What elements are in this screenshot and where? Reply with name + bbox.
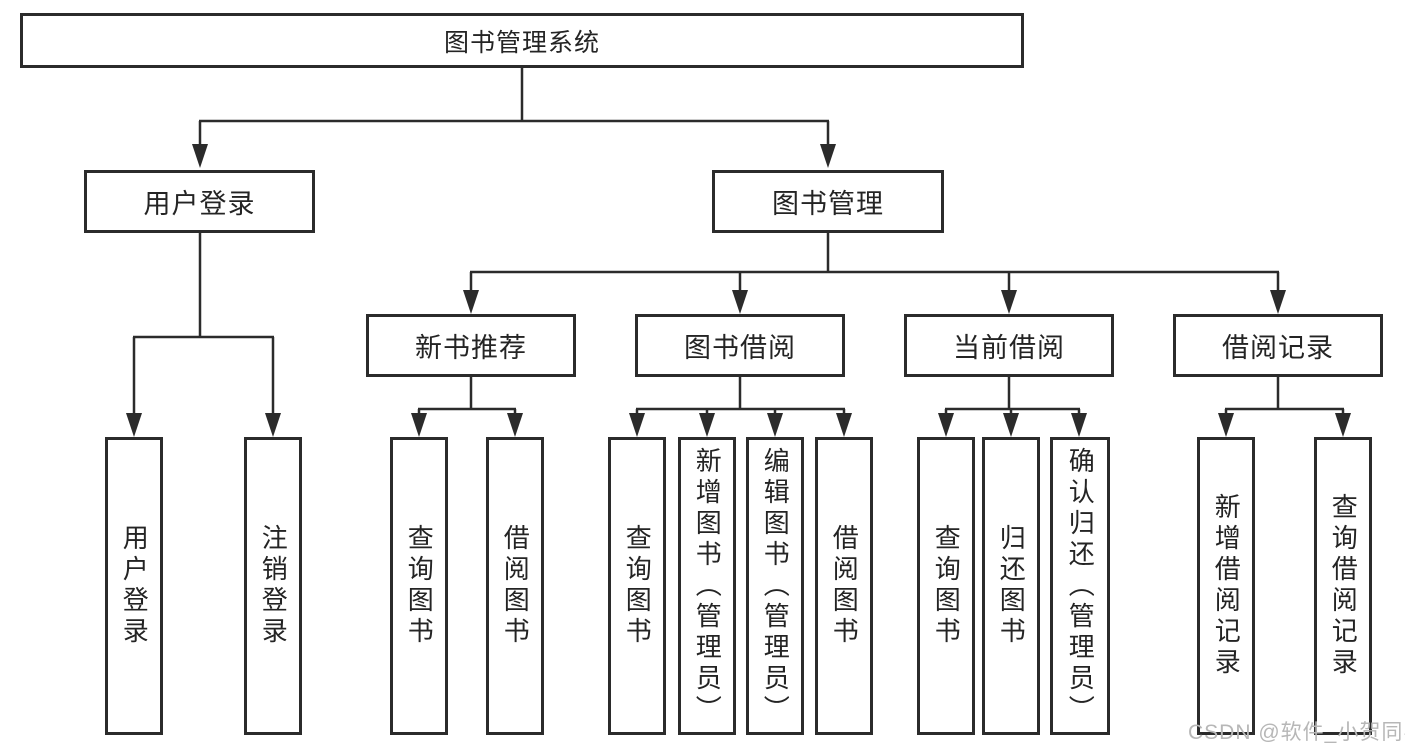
- node-book-borrowing: 图书借阅: [635, 314, 845, 377]
- leaf-user-login: 用户登录: [105, 437, 163, 735]
- leaf-query-borrow-record: 查询借阅记录: [1314, 437, 1372, 735]
- node-book-management: 图书管理: [712, 170, 944, 233]
- leaf-query-books-recommend: 查询图书: [390, 437, 448, 735]
- leaf-edit-book-admin: 编辑图书（管理员）: [746, 437, 804, 735]
- leaf-query-books-borrowing: 查询图书: [608, 437, 666, 735]
- leaf-add-book-admin: 新增图书（管理员）: [678, 437, 736, 735]
- leaf-return-books: 归还图书: [982, 437, 1040, 735]
- node-user-login: 用户登录: [84, 170, 315, 233]
- leaf-logout-label: 注销登录: [258, 524, 289, 648]
- node-root: 图书管理系统: [20, 13, 1024, 68]
- leaf-add-borrow-record-label: 新增借阅记录: [1211, 493, 1242, 679]
- watermark: CSDN @软件_小贺同学: [1188, 721, 1405, 744]
- node-borrowing-records: 借阅记录: [1173, 314, 1383, 377]
- leaf-borrow-books-recommend: 借阅图书: [486, 437, 544, 735]
- node-current-borrowing: 当前借阅: [904, 314, 1114, 377]
- leaf-user-login-label: 用户登录: [119, 524, 150, 648]
- leaf-borrow-books-borrowing-label: 借阅图书: [829, 524, 860, 648]
- leaf-query-books-recommend-label: 查询图书: [404, 524, 435, 648]
- leaf-edit-book-admin-label: 编辑图书（管理员）: [760, 446, 791, 726]
- node-new-book-recommendation: 新书推荐: [366, 314, 576, 377]
- leaf-query-books-borrowing-label: 查询图书: [622, 524, 653, 648]
- leaf-add-borrow-record: 新增借阅记录: [1197, 437, 1255, 735]
- leaf-query-books-current: 查询图书: [917, 437, 975, 735]
- leaf-borrow-books-recommend-label: 借阅图书: [500, 524, 531, 648]
- leaf-confirm-return-admin: 确认归还（管理员）: [1050, 437, 1110, 735]
- leaf-logout: 注销登录: [244, 437, 302, 735]
- leaf-borrow-books-borrowing: 借阅图书: [815, 437, 873, 735]
- leaf-confirm-return-admin-label: 确认归还（管理员）: [1065, 446, 1096, 726]
- leaf-add-book-admin-label: 新增图书（管理员）: [692, 446, 723, 726]
- leaf-query-books-current-label: 查询图书: [931, 524, 962, 648]
- leaf-query-borrow-record-label: 查询借阅记录: [1328, 493, 1359, 679]
- leaf-return-books-label: 归还图书: [996, 524, 1027, 648]
